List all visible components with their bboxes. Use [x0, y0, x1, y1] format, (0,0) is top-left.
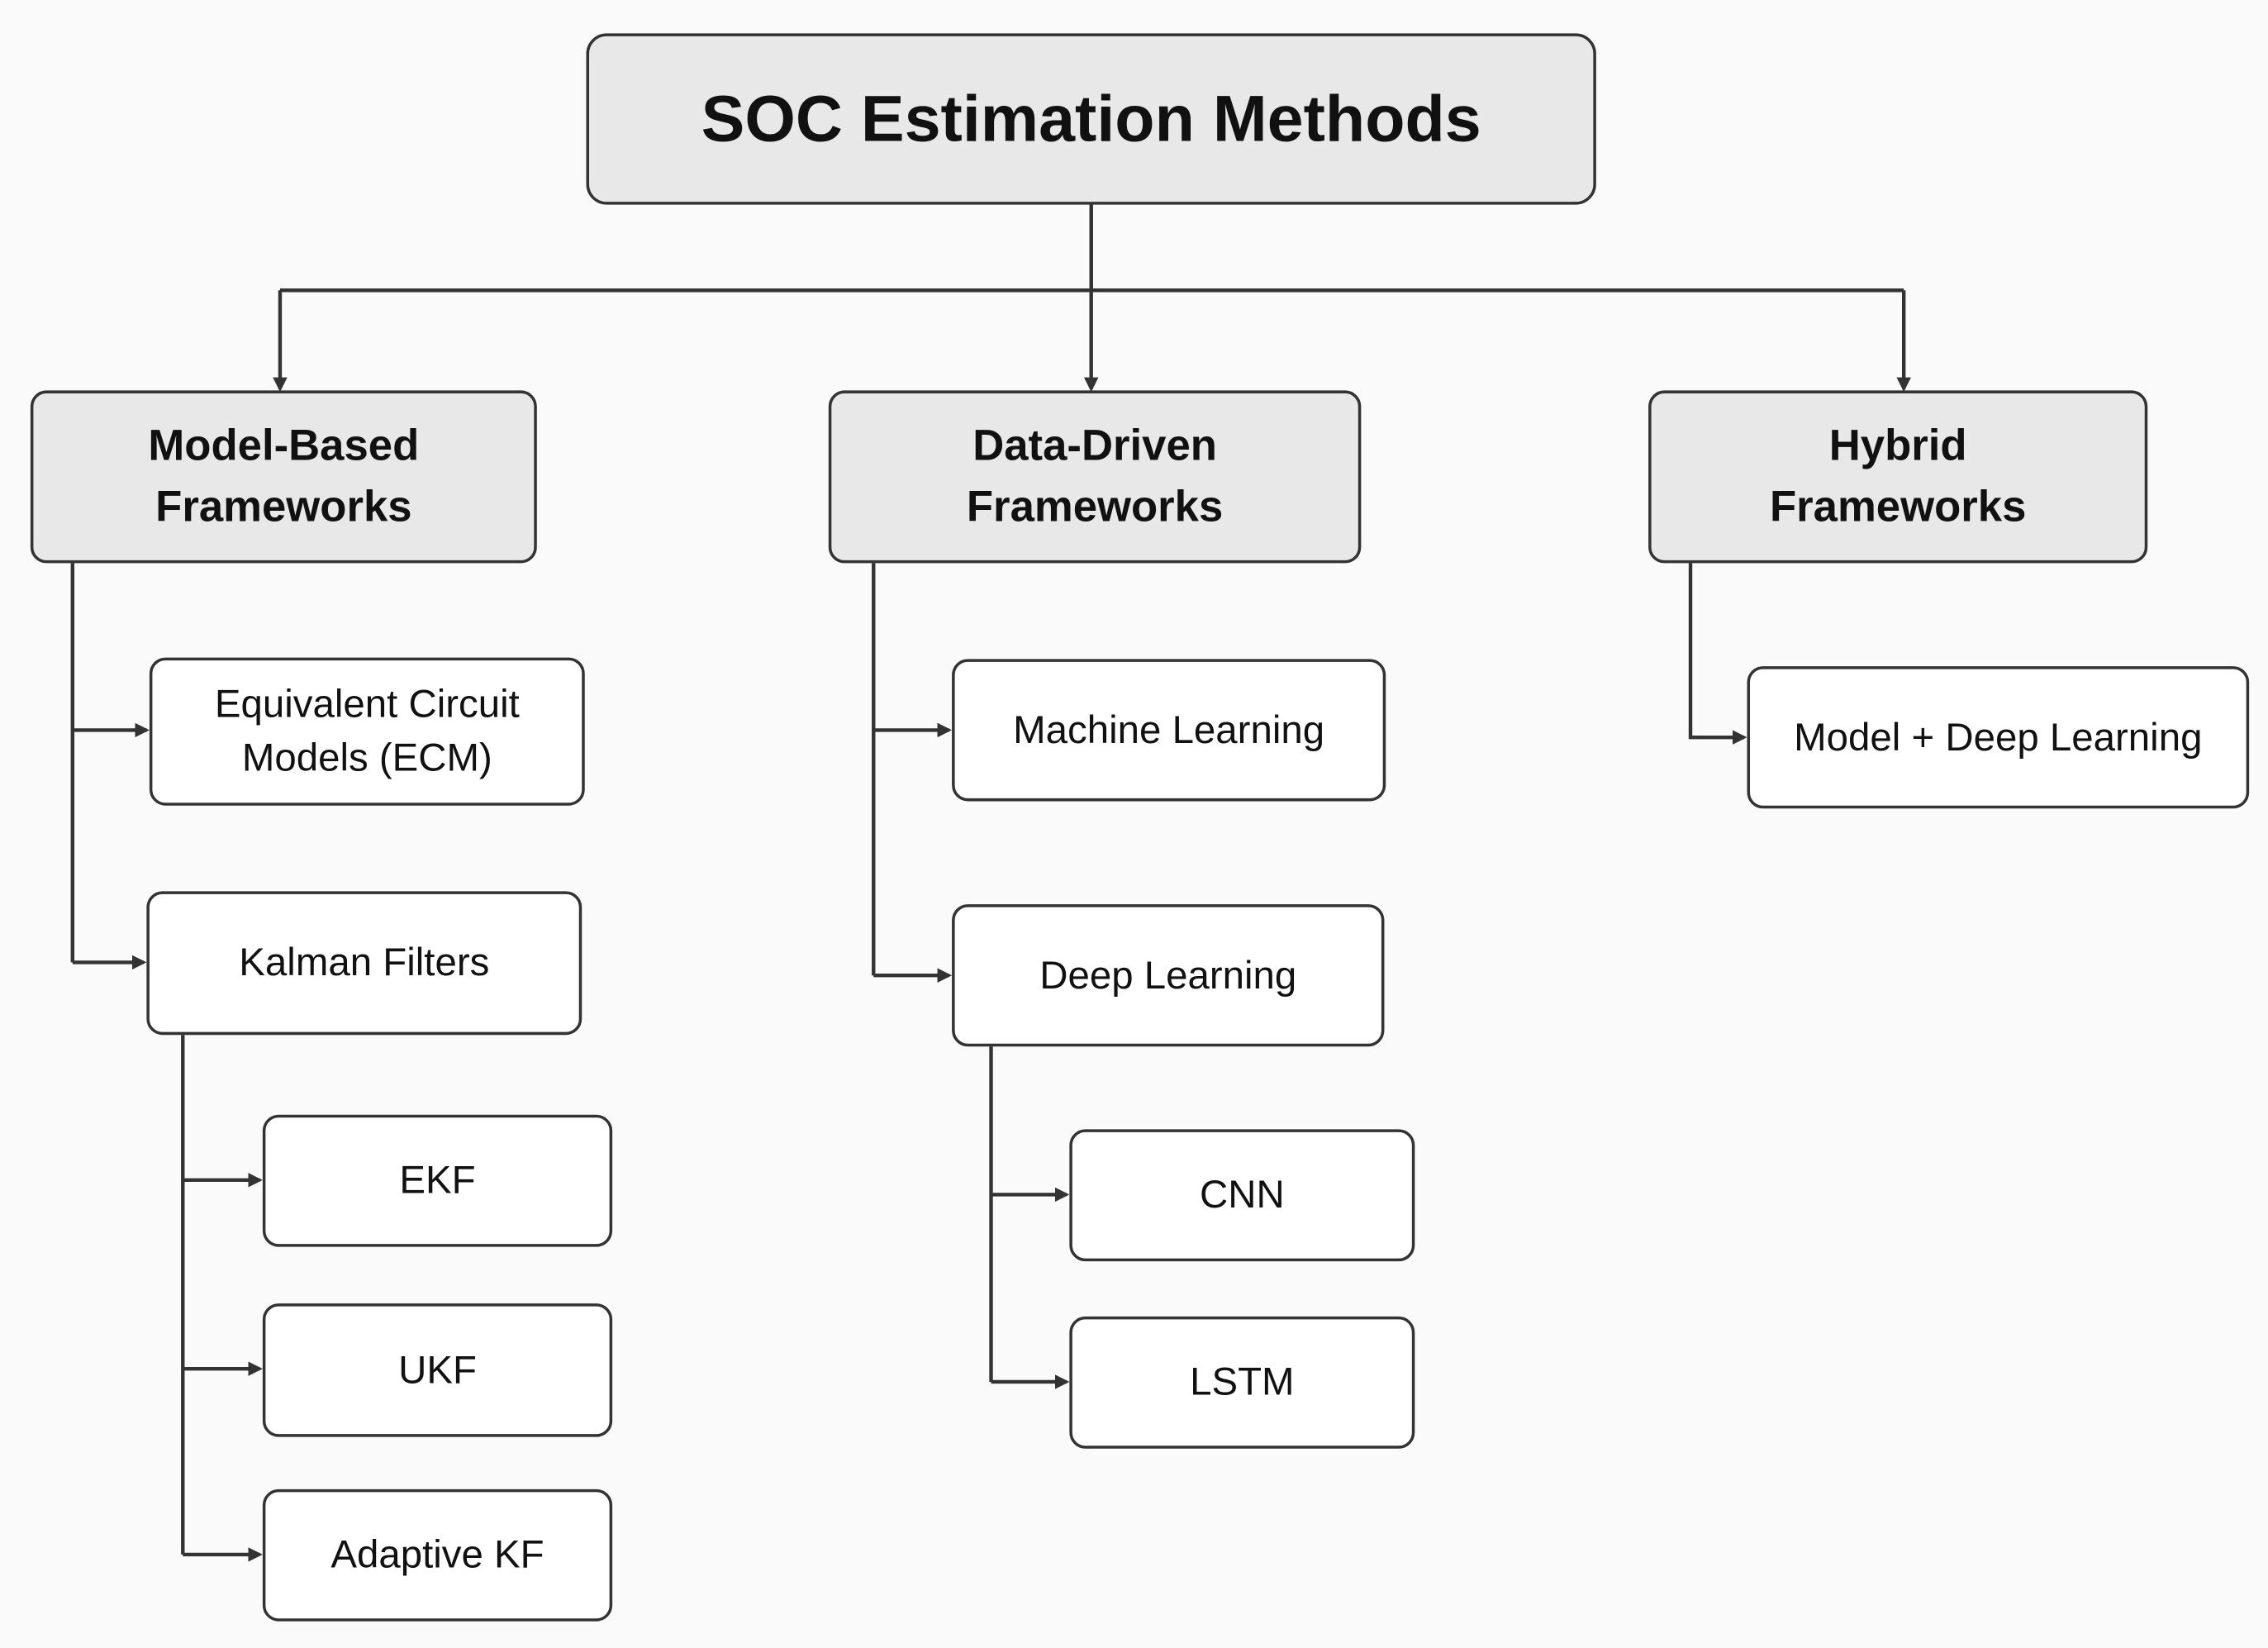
node-lstm: LSTM — [1069, 1316, 1415, 1449]
node-model-deep-learning-label: Model + Deep Learning — [1794, 714, 2203, 759]
category-data-driven-label: Data-Driven Frameworks — [966, 422, 1224, 531]
node-model-deep-learning: Model + Deep Learning — [1747, 666, 2250, 809]
node-ecm-label: Equivalent Circuit Models (ECM) — [214, 682, 520, 780]
node-ukf: UKF — [262, 1303, 613, 1437]
category-model-based: Model-Based Frameworks — [30, 390, 537, 564]
node-kalman-filters-label: Kalman Filters — [239, 941, 490, 984]
category-hybrid: Hybrid Frameworks — [1648, 390, 2148, 564]
node-ukf-label: UKF — [398, 1347, 477, 1392]
node-ekf-label: EKF — [399, 1158, 476, 1203]
node-machine-learning-label: Machine Learning — [1013, 707, 1325, 751]
category-hybrid-label: Hybrid Frameworks — [1769, 422, 2027, 531]
node-deep-learning-label: Deep Learning — [1039, 952, 1297, 997]
node-ecm: Equivalent Circuit Models (ECM) — [149, 657, 585, 806]
root-label: SOC Estimation Methods — [701, 81, 1481, 155]
category-data-driven: Data-Driven Frameworks — [828, 390, 1362, 564]
node-cnn: CNN — [1069, 1129, 1415, 1262]
connector-to-model-dl — [1688, 563, 1747, 745]
node-ekf: EKF — [262, 1114, 613, 1247]
node-adaptive-kf: Adaptive KF — [262, 1488, 613, 1622]
node-adaptive-kf-label: Adaptive KF — [330, 1532, 544, 1577]
root-node: SOC Estimation Methods — [586, 33, 1596, 205]
category-model-based-label: Model-Based Frameworks — [148, 422, 420, 531]
node-kalman-filters: Kalman Filters — [146, 891, 582, 1036]
node-cnn-label: CNN — [1199, 1173, 1285, 1217]
node-machine-learning: Machine Learning — [952, 659, 1386, 802]
node-lstm-label: LSTM — [1190, 1360, 1295, 1404]
node-deep-learning: Deep Learning — [952, 904, 1385, 1047]
